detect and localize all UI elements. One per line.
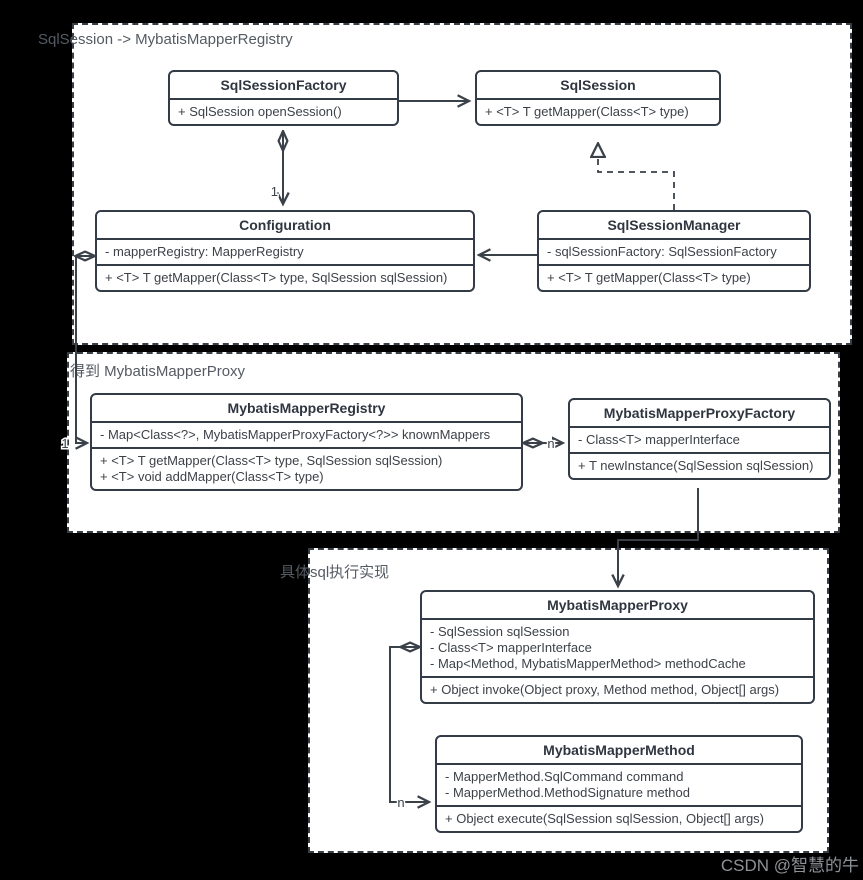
class-mybatismapperproxyfactory: MybatisMapperProxyFactory - Class<T> map… (568, 398, 831, 480)
method-line: + <T> T getMapper(Class<T> type) (485, 104, 689, 119)
section-title-1: SqlSession -> MybatisMapperRegistry (38, 31, 293, 48)
class-mybatismapperproxyfactory-title: MybatisMapperProxyFactory (570, 400, 829, 428)
class-sqlsession: SqlSession + <T> T getMapper(Class<T> ty… (475, 70, 721, 126)
class-sqlsessionfactory: SqlSessionFactory + SqlSession openSessi… (168, 70, 399, 126)
method-line: + SqlSession openSession() (178, 104, 342, 119)
method-line: + Object invoke(Object proxy, Method met… (430, 682, 780, 697)
class-mybatismapperregistry-methods: + <T> T getMapper(Class<T> type, SqlSess… (92, 447, 521, 489)
method-line: + <T> void addMapper(Class<T> type) (100, 469, 324, 484)
section-title-2: 得到 MybatisMapperProxy (70, 363, 246, 380)
class-configuration-title: Configuration (97, 212, 473, 240)
attribute-line: - Map<Class<?>, MybatisMapperProxyFactor… (100, 427, 491, 442)
method-line: + <T> T getMapper(Class<T> type, SqlSess… (100, 453, 443, 468)
class-mybatismapperproxyfactory-methods: + T newInstance(SqlSession sqlSession) (570, 452, 829, 478)
class-configuration: Configuration - mapperRegistry: MapperRe… (95, 210, 475, 292)
class-sqlsession-methods: + <T> T getMapper(Class<T> type) (477, 100, 719, 124)
class-sqlsessionmanager: SqlSessionManager - sqlSessionFactory: S… (537, 210, 811, 292)
attribute-line: - Map<Method, MybatisMapperMethod> metho… (430, 656, 746, 671)
class-sqlsessionmanager-attributes: - sqlSessionFactory: SqlSessionFactory (539, 240, 809, 264)
class-mybatismapperproxy-title: MybatisMapperProxy (422, 592, 813, 620)
class-mybatismapperregistry-title: MybatisMapperRegistry (92, 395, 521, 423)
class-mybatismappermethod-attributes: - MapperMethod.SqlCommand command - Mapp… (437, 765, 801, 805)
method-line: + <T> T getMapper(Class<T> type) (547, 270, 751, 285)
class-mybatismappermethod: MybatisMapperMethod - MapperMethod.SqlCo… (435, 735, 803, 833)
class-mybatismapperregistry-attributes: - Map<Class<?>, MybatisMapperProxyFactor… (92, 423, 521, 447)
class-sqlsessionmanager-title: SqlSessionManager (539, 212, 809, 240)
attribute-line: - MapperMethod.MethodSignature method (445, 785, 690, 800)
class-sqlsessionmanager-methods: + <T> T getMapper(Class<T> type) (539, 264, 809, 290)
class-mybatismappermethod-title: MybatisMapperMethod (437, 737, 801, 765)
class-configuration-attributes: - mapperRegistry: MapperRegistry (97, 240, 473, 264)
class-mybatismapperproxy-attributes: - SqlSession sqlSession - Class<T> mappe… (422, 620, 813, 676)
attribute-line: - mapperRegistry: MapperRegistry (105, 244, 304, 259)
class-mybatismapperproxy-methods: + Object invoke(Object proxy, Method met… (422, 676, 813, 702)
attribute-line: - SqlSession sqlSession (430, 624, 570, 639)
class-sqlsessionfactory-title: SqlSessionFactory (170, 72, 397, 100)
attribute-line: - Class<T> mapperInterface (430, 640, 592, 655)
csdn-watermark: CSDN @智慧的牛 (720, 856, 859, 875)
class-configuration-methods: + <T> T getMapper(Class<T> type, SqlSess… (97, 264, 473, 290)
class-mybatismapperproxyfactory-attributes: - Class<T> mapperInterface (570, 428, 829, 452)
class-mybatismapperregistry: MybatisMapperRegistry - Map<Class<?>, My… (90, 393, 523, 491)
class-sqlsession-title: SqlSession (477, 72, 719, 100)
attribute-line: - MapperMethod.SqlCommand command (445, 769, 684, 784)
attribute-line: - sqlSessionFactory: SqlSessionFactory (547, 244, 777, 259)
class-mybatismappermethod-methods: + Object execute(SqlSession sqlSession, … (437, 805, 801, 831)
class-mybatismapperproxy: MybatisMapperProxy - SqlSession sqlSessi… (420, 590, 815, 704)
class-sqlsessionfactory-methods: + SqlSession openSession() (170, 100, 397, 124)
attribute-line: - Class<T> mapperInterface (578, 432, 740, 447)
method-line: + <T> T getMapper(Class<T> type, SqlSess… (105, 270, 448, 285)
method-line: + T newInstance(SqlSession sqlSession) (578, 458, 814, 473)
section-title-3: 具体sql执行实现 (280, 564, 390, 581)
method-line: + Object execute(SqlSession sqlSession, … (445, 811, 765, 826)
